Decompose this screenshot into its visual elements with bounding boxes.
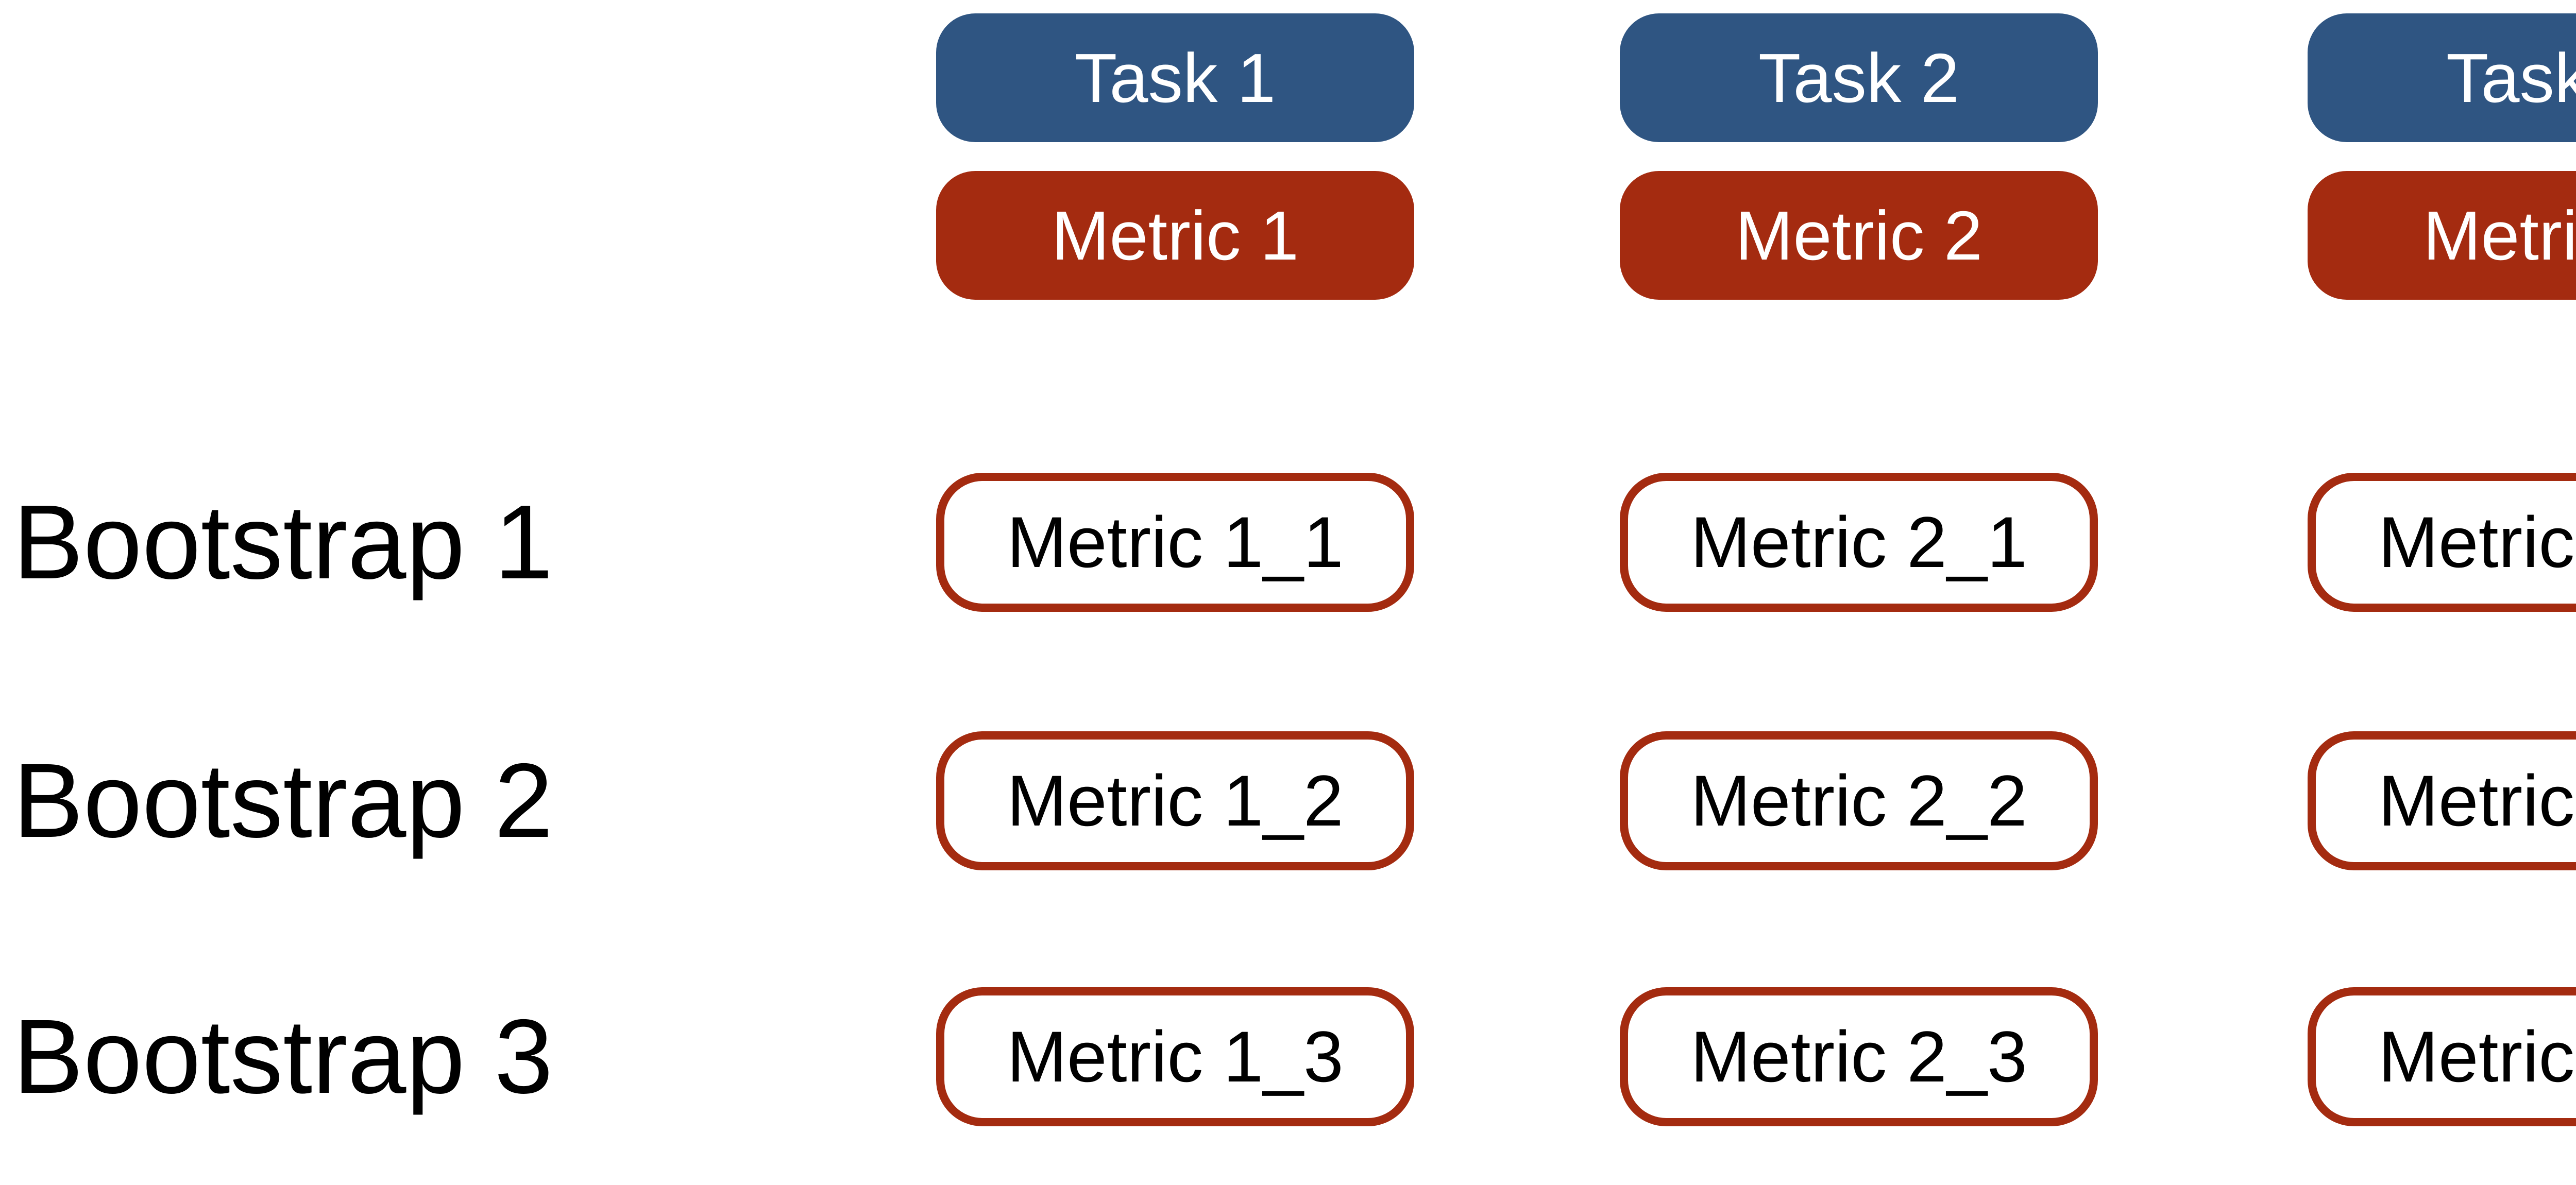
cell-metric-2-1: Metric 2_1 bbox=[1620, 473, 2098, 612]
cell-metric-1-1-label: Metric 1_1 bbox=[1007, 502, 1344, 582]
cell-metric-1-2-label: Metric 1_2 bbox=[1007, 760, 1344, 841]
cell-metric-2-2: Metric 2_2 bbox=[1620, 731, 2098, 870]
metric-1-label: Metric 1 bbox=[1051, 196, 1299, 274]
task-2-header-pill: Task 2 bbox=[1620, 13, 2098, 142]
cell-metric-2-2-label: Metric 2_2 bbox=[1690, 760, 2027, 841]
cell-metric-1-3: Metric 1_3 bbox=[936, 987, 1414, 1126]
cell-metric-2-3-label: Metric 2_3 bbox=[1690, 1016, 2027, 1097]
cell-metric-3-2: Metric 3_2 bbox=[2308, 731, 2576, 870]
bootstrap-3-row-label: Bootstrap 3 bbox=[13, 998, 553, 1115]
metric-3-header-pill: Metric 3 bbox=[2308, 171, 2576, 300]
task-1-header-pill: Task 1 bbox=[936, 13, 1414, 142]
cell-metric-3-3-label: Metric 3_3 bbox=[2378, 1016, 2576, 1097]
cell-metric-3-3: Metric 3_3 bbox=[2308, 987, 2576, 1126]
cell-metric-2-1-label: Metric 2_1 bbox=[1690, 502, 2027, 582]
cell-metric-1-1: Metric 1_1 bbox=[936, 473, 1414, 612]
cell-metric-3-1-label: Metric 3_1 bbox=[2378, 502, 2576, 582]
cell-metric-2-3: Metric 2_3 bbox=[1620, 987, 2098, 1126]
metric-2-header-pill: Metric 2 bbox=[1620, 171, 2098, 300]
metric-3-label: Metric 3 bbox=[2422, 196, 2576, 274]
bootstrap-2-row-label: Bootstrap 2 bbox=[13, 742, 553, 860]
metric-2-label: Metric 2 bbox=[1735, 196, 1983, 274]
metric-1-header-pill: Metric 1 bbox=[936, 171, 1414, 300]
task-2-label: Task 2 bbox=[1758, 39, 1960, 117]
cell-metric-1-3-label: Metric 1_3 bbox=[1007, 1016, 1344, 1097]
cell-metric-1-2: Metric 1_2 bbox=[936, 731, 1414, 870]
task-3-label: Task 3 bbox=[2446, 39, 2576, 117]
task-3-header-pill: Task 3 bbox=[2308, 13, 2576, 142]
cell-metric-3-1: Metric 3_1 bbox=[2308, 473, 2576, 612]
task-1-label: Task 1 bbox=[1074, 39, 1276, 117]
cell-metric-3-2-label: Metric 3_2 bbox=[2378, 760, 2576, 841]
bootstrap-1-row-label: Bootstrap 1 bbox=[13, 483, 553, 601]
